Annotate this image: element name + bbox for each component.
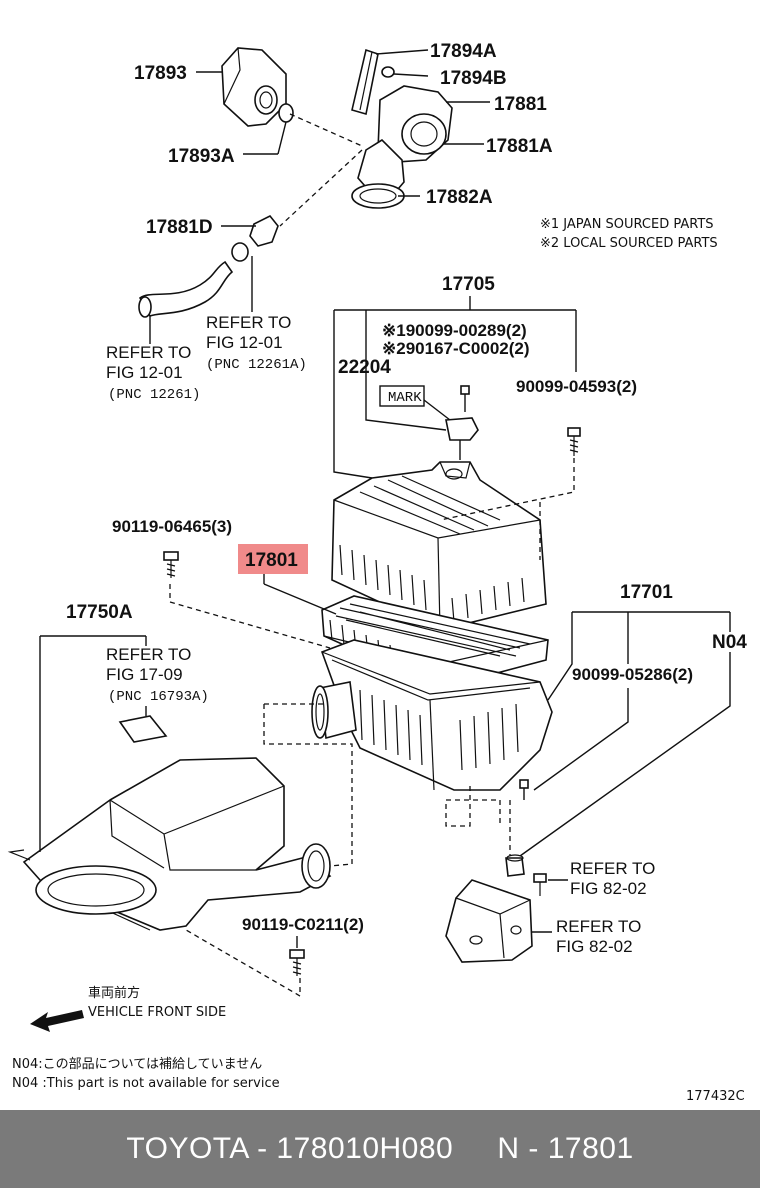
bolt-90119-06465[interactable] (163, 551, 179, 578)
air-inlet-duct-17750A[interactable] (7, 757, 332, 931)
parts-diagram: MARK 17893 17893A 17894A 17894B 17881 17… (7, 41, 747, 1104)
footer-bar: TOYOTA - 178010H080 N - 17801 (0, 1110, 760, 1188)
air-flow-meter-22204[interactable] (445, 417, 479, 460)
bolt-90119-C0211[interactable] (289, 949, 305, 976)
label-17801[interactable]: 17801 (245, 550, 298, 571)
ref-82-02-b-line2[interactable]: FIG 82-02 (556, 937, 633, 956)
legend-japan: ※1 JAPAN SOURCED PARTS (540, 217, 714, 232)
figure-code: 177432C (686, 1089, 745, 1104)
ref-12-01-b-pnc: (PNC 12261) (108, 387, 200, 403)
note-n04-en: N04 :This part is not available for serv… (12, 1076, 280, 1091)
ref-17-09-line2[interactable]: FIG 17-09 (106, 665, 183, 684)
air-cleaner-case-17701[interactable] (311, 639, 553, 791)
label-17881D[interactable]: 17881D (146, 217, 213, 238)
label-90099-00289[interactable]: ※190099-00289(2) (382, 321, 527, 340)
note-n04-jp: N04:この部品については補給していません (12, 1057, 262, 1072)
label-17894B[interactable]: 17894B (440, 68, 507, 89)
vehicle-front-arrow-icon (30, 1010, 84, 1032)
mark-label: MARK (388, 390, 422, 406)
hose-assembly[interactable] (351, 48, 453, 209)
label-17701[interactable]: 17701 (620, 582, 673, 603)
front-label-en: VEHICLE FRONT SIDE (88, 1005, 226, 1020)
label-17750A[interactable]: 17750A (66, 602, 133, 623)
footer-part-info: TOYOTA - 178010H080 N - 17801 (126, 1132, 634, 1165)
label-90099-04593[interactable]: 90099-04593(2) (516, 377, 637, 396)
ref-12-01-b-line1[interactable]: REFER TO (106, 343, 191, 362)
hose-17881D[interactable] (231, 214, 279, 262)
label-N04[interactable]: N04 (712, 632, 747, 653)
ref-12-01-a-pnc: (PNC 12261A) (206, 357, 307, 373)
label-17882A[interactable]: 17882A (426, 187, 493, 208)
label-17893[interactable]: 17893 (134, 63, 187, 84)
ref-12-01-a-line2[interactable]: FIG 12-01 (206, 333, 283, 352)
label-90167-C0002[interactable]: ※290167-C0002(2) (382, 339, 530, 358)
label-sticker (118, 715, 168, 743)
screw-90099-05286[interactable] (519, 779, 529, 800)
ref-82-02-a-line1[interactable]: REFER TO (570, 859, 655, 878)
ref-82-02-b-line1[interactable]: REFER TO (556, 917, 641, 936)
label-90119-C0211[interactable]: 90119-C0211(2) (242, 915, 364, 934)
label-22204[interactable]: 22204 (338, 357, 391, 378)
resonator-cap-17893[interactable] (221, 47, 287, 127)
legend-local: ※2 LOCAL SOURCED PARTS (540, 236, 718, 251)
ref-12-01-a-line1[interactable]: REFER TO (206, 313, 291, 332)
part-highlight-17801 (238, 544, 308, 574)
screw-90099-00289[interactable] (460, 385, 470, 412)
ref-17-09-line1[interactable]: REFER TO (106, 645, 191, 664)
bolt-90099-04593[interactable] (567, 427, 581, 456)
label-90119-06465[interactable]: 90119-06465(3) (112, 517, 232, 536)
mark-box (379, 385, 425, 407)
ref-82-02-a-line2[interactable]: FIG 82-02 (570, 879, 647, 898)
label-17894A[interactable]: 17894A (430, 41, 497, 62)
front-label-jp: 車両前方 (88, 985, 140, 1001)
label-90099-05286[interactable]: 90099-05286(2) (572, 665, 693, 684)
gasket-17893A[interactable] (278, 103, 294, 123)
grommet-N04[interactable] (505, 854, 525, 877)
mounting-bracket[interactable] (445, 879, 533, 963)
breather-hose[interactable] (138, 260, 234, 318)
label-17893A[interactable]: 17893A (168, 146, 235, 167)
ref-17-09-pnc: (PNC 16793A) (108, 689, 209, 705)
ref-12-01-b-line2[interactable]: FIG 12-01 (106, 363, 183, 382)
label-17881[interactable]: 17881 (494, 94, 547, 115)
label-17881A[interactable]: 17881A (486, 136, 553, 157)
bracket-bolt[interactable] (533, 873, 547, 896)
label-17705[interactable]: 17705 (442, 274, 495, 295)
